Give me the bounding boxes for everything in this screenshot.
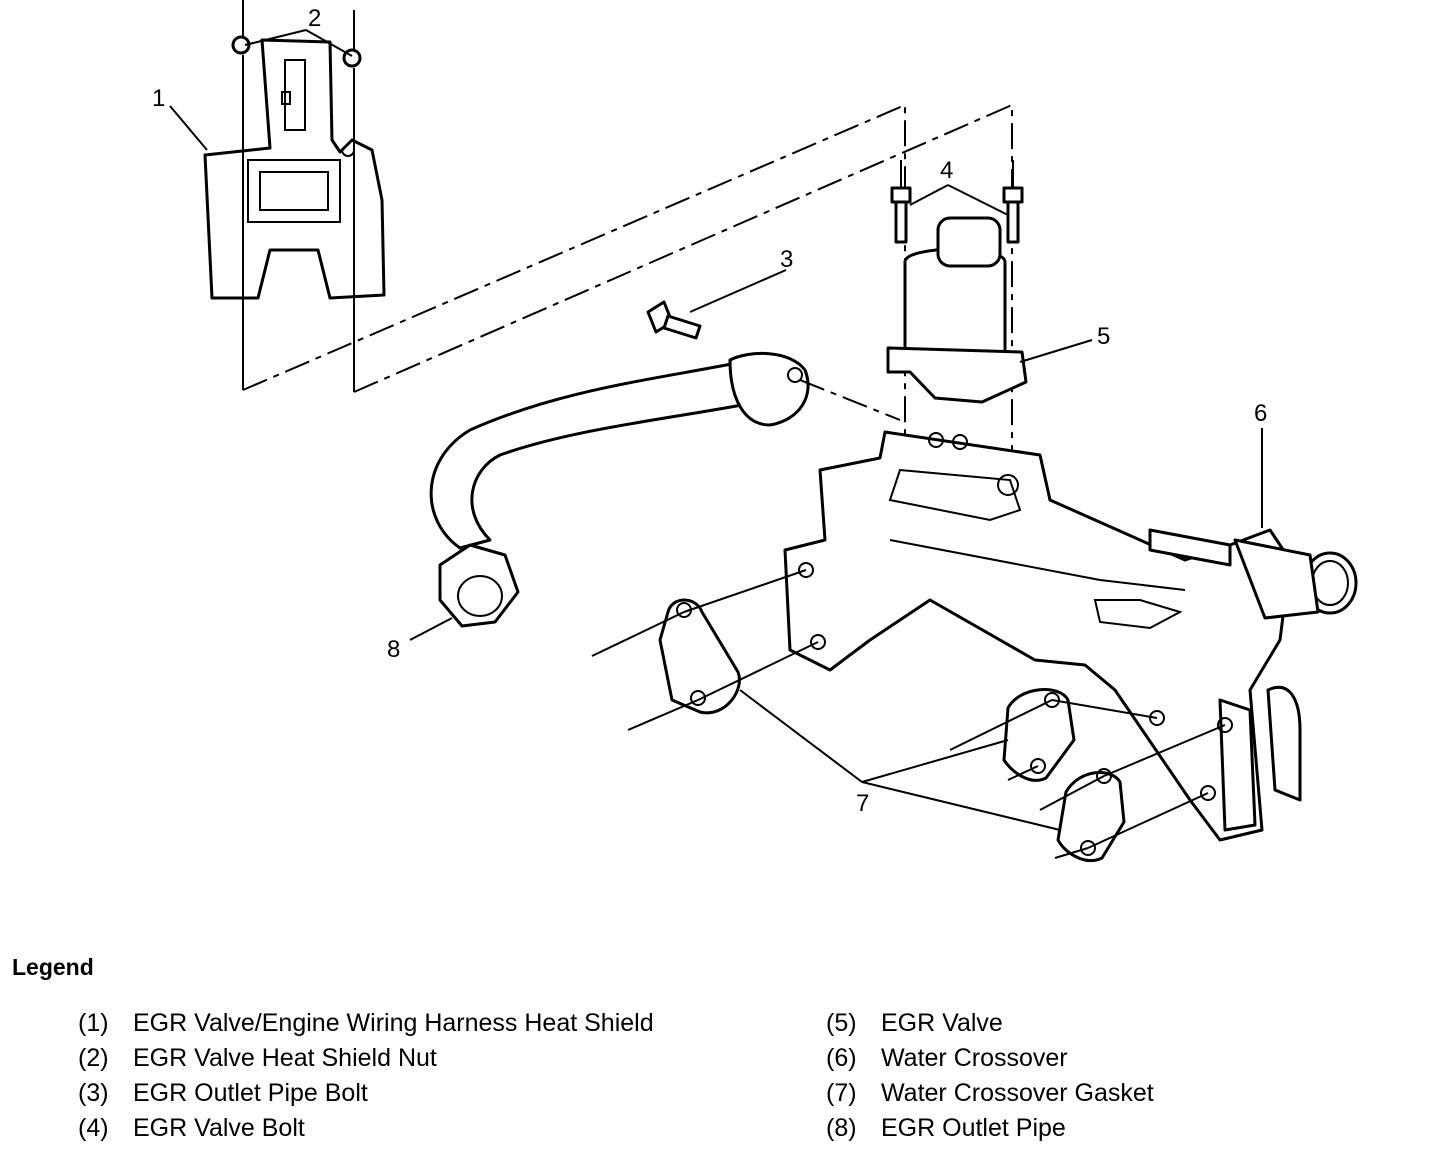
egr-valve-bolt-part bbox=[890, 160, 1024, 244]
legend-item: (2) EGR Valve Heat Shield Nut bbox=[78, 1041, 698, 1076]
legend-item: (3) EGR Outlet Pipe Bolt bbox=[78, 1076, 698, 1111]
callout-5: 5 bbox=[1097, 323, 1110, 350]
callout-7: 7 bbox=[856, 790, 869, 817]
leader-line bbox=[169, 105, 208, 151]
leader-line bbox=[244, 29, 307, 46]
legend-item-number: (2) bbox=[78, 1044, 109, 1072]
water-crossover-part bbox=[783, 428, 1358, 842]
outlet-pipe-bolt-part bbox=[646, 269, 787, 340]
legend-item-text: Water Crossover bbox=[881, 1044, 1068, 1072]
legend-item-number: (1) bbox=[78, 1009, 109, 1037]
legend-item-text: EGR Valve Bolt bbox=[133, 1114, 305, 1142]
callout-4: 4 bbox=[940, 157, 953, 184]
heat-shield-part bbox=[203, 38, 386, 300]
legend-item: (4) EGR Valve Bolt bbox=[78, 1111, 698, 1146]
legend-item-number: (5) bbox=[826, 1009, 857, 1037]
water-crossover-gasket-part bbox=[591, 569, 1226, 863]
heat-shield-nut-part bbox=[231, 0, 362, 392]
callout-6: 6 bbox=[1254, 400, 1267, 427]
leader-line bbox=[305, 29, 353, 57]
legend-item-text: Water Crossover Gasket bbox=[881, 1079, 1154, 1107]
legend-column-right: (5) EGR Valve (6) Water Crossover (7) Wa… bbox=[826, 1006, 1346, 1146]
legend-item-text: EGR Outlet Pipe Bolt bbox=[133, 1079, 368, 1107]
legend-column-left: (1) EGR Valve/Engine Wiring Harness Heat… bbox=[78, 1006, 698, 1146]
alignment-line bbox=[353, 103, 1013, 460]
legend-item-number: (7) bbox=[826, 1079, 857, 1107]
legend-item: (8) EGR Outlet Pipe bbox=[826, 1111, 1346, 1146]
legend-item-text: EGR Valve/Engine Wiring Harness Heat Shi… bbox=[133, 1009, 654, 1037]
legend-item-number: (8) bbox=[826, 1114, 857, 1142]
legend-item-text: EGR Outlet Pipe bbox=[881, 1114, 1066, 1142]
callout-3: 3 bbox=[780, 246, 793, 273]
legend-item-number: (6) bbox=[826, 1044, 857, 1072]
callout-1: 1 bbox=[152, 85, 165, 112]
legend-item-number: (3) bbox=[78, 1079, 109, 1107]
legend-item-number: (4) bbox=[78, 1114, 109, 1142]
egr-outlet-pipe-part bbox=[409, 351, 810, 641]
legend-item-text: EGR Valve bbox=[881, 1009, 1003, 1037]
egr-valve-part bbox=[886, 216, 1093, 404]
callout-2: 2 bbox=[308, 5, 321, 32]
legend-item-text: EGR Valve Heat Shield Nut bbox=[133, 1044, 437, 1072]
legend-title: Legend bbox=[12, 954, 94, 980]
callout-8: 8 bbox=[387, 636, 400, 663]
alignment-line bbox=[799, 379, 901, 421]
legend-item: (5) EGR Valve bbox=[826, 1006, 1346, 1041]
legend-item: (1) EGR Valve/Engine Wiring Harness Heat… bbox=[78, 1006, 698, 1041]
legend-item: (7) Water Crossover Gasket bbox=[826, 1076, 1346, 1111]
exploded-parts-diagram: 1 2 3 4 5 6 7 8 bbox=[152, 0, 1358, 863]
legend-item: (6) Water Crossover bbox=[826, 1041, 1346, 1076]
